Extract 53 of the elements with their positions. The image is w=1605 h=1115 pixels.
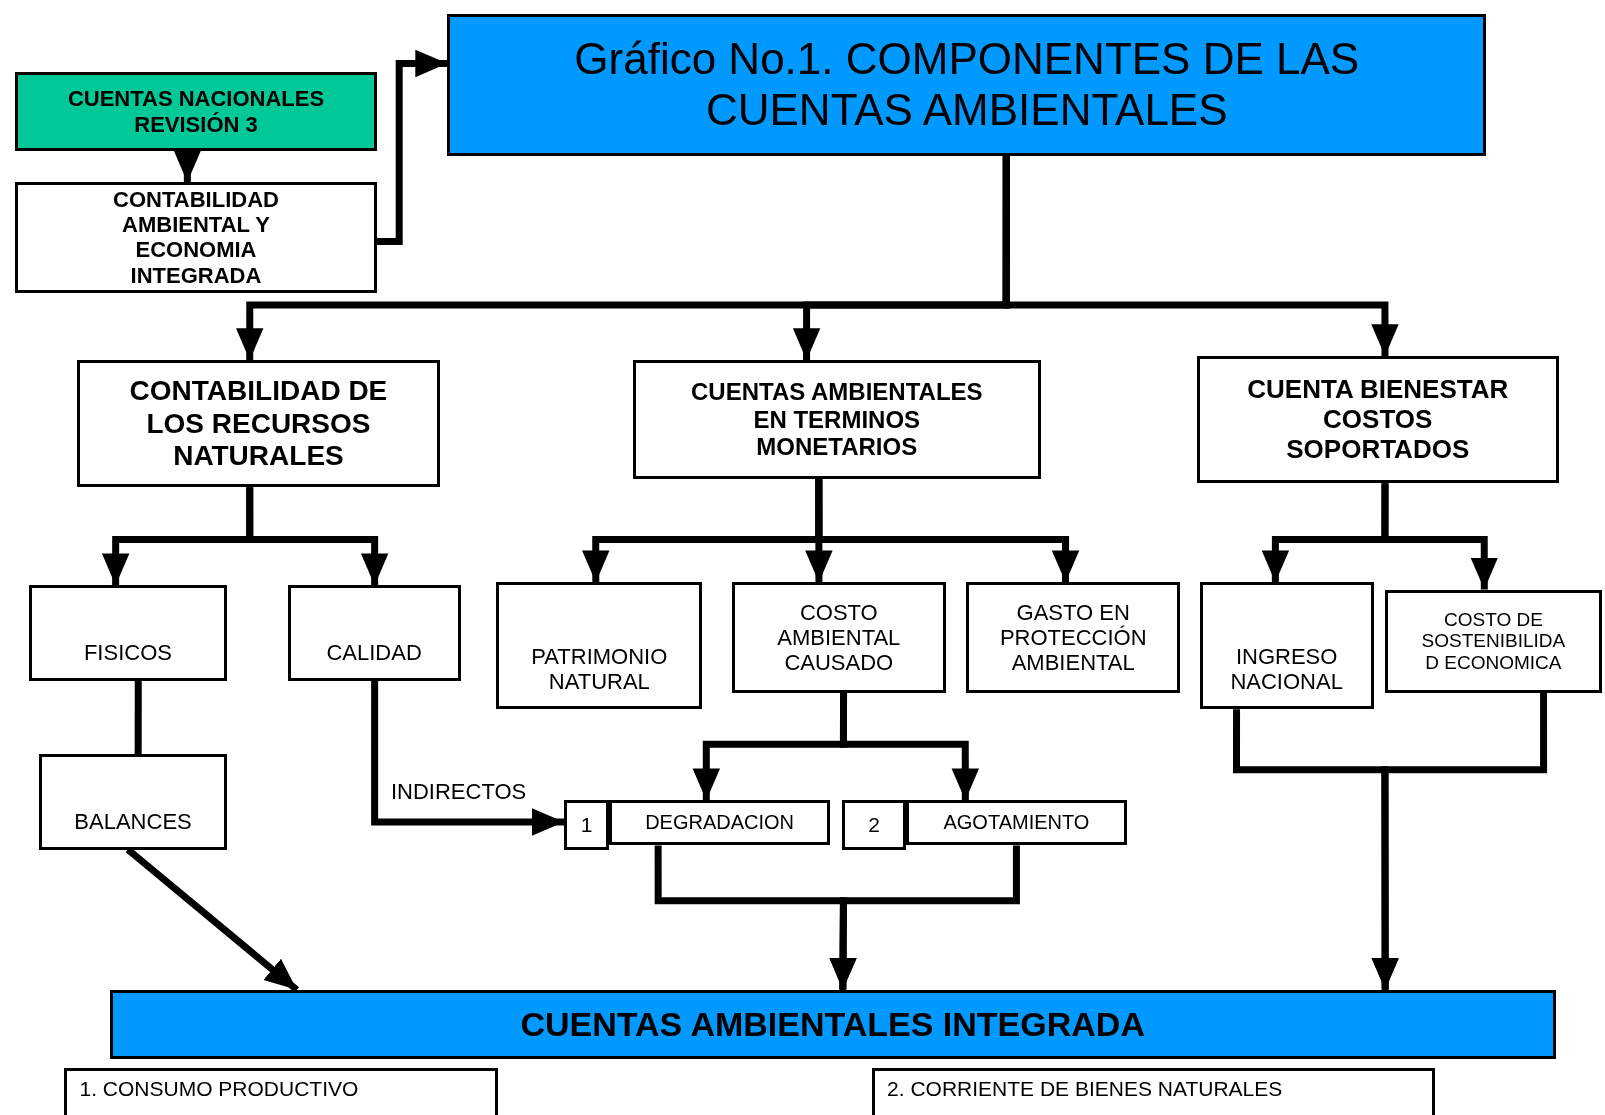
item-box — [496, 582, 703, 710]
node-label: 2. CORRIENTE DE BIENES NATURALES — [887, 1076, 1283, 1101]
node-label: CUENTA BIENESTAR COSTOS SOPORTADOS — [1246, 374, 1510, 465]
heading-text: Gráfico No.1. COMPONENTES DE LAS CUENTAS AMBIENTALES — [573, 34, 1361, 136]
node-label: FISICOS — [83, 640, 172, 666]
arrow — [1371, 693, 1548, 990]
node-label: AGOTAMIENTO — [943, 811, 1090, 835]
arrow — [376, 49, 448, 246]
category-box — [1196, 356, 1559, 484]
title-box — [447, 14, 1487, 156]
process-box — [15, 182, 377, 293]
arrow — [815, 479, 1080, 583]
node-label: CONTABILIDAD AMBIENTAL Y ECONOMIA INTEGRADA — [112, 186, 280, 289]
node-label: CUENTAS NACIONALES REVISIÓN 3 — [66, 86, 326, 137]
node-label: CONTABILIDAD DE LOS RECURSOS NATURALES — [128, 375, 389, 473]
node-label: COSTO AMBIENTAL CAUSADO — [776, 599, 902, 676]
item-box — [38, 754, 228, 850]
arrow — [829, 845, 1020, 990]
number-box — [842, 800, 906, 850]
node-label: INGRESO NACIONAL — [1229, 643, 1344, 695]
arrow — [173, 150, 202, 183]
arrow — [1002, 155, 1399, 357]
node-label: PATRIMONIO NATURAL — [530, 643, 669, 695]
item-box — [287, 585, 461, 681]
category-box — [632, 360, 1041, 480]
node-label: 1 — [580, 812, 593, 838]
number-box — [564, 800, 610, 850]
node-label: DEGRADACION — [645, 811, 795, 835]
node-label: GASTO EN PROTECCIÓN AMBIENTAL — [998, 599, 1148, 676]
connector-line — [134, 680, 142, 755]
arrow — [371, 680, 564, 836]
arrow — [839, 693, 979, 801]
item-box — [905, 800, 1127, 846]
arrow — [246, 487, 389, 586]
item-box — [609, 800, 831, 846]
category-box — [76, 360, 441, 488]
source-box — [15, 71, 377, 152]
arrow — [1381, 483, 1498, 590]
node-label: COSTO DE SOSTENIBILIDA D ECONOMICA — [1420, 608, 1567, 675]
item-box — [731, 582, 946, 693]
item-box — [966, 582, 1181, 693]
item-box — [28, 585, 228, 681]
note-box — [64, 1067, 499, 1115]
node-label: BALANCES — [74, 809, 192, 835]
item-box — [1199, 582, 1374, 710]
node-label: CALIDAD — [326, 640, 422, 666]
node-label: 1. CONSUMO PRODUCTIVO — [79, 1076, 359, 1101]
note-box — [872, 1067, 1436, 1115]
item-box — [1384, 589, 1602, 693]
result-banner — [109, 989, 1556, 1060]
heading-text: CUENTAS AMBIENTALES INTEGRADA — [520, 1005, 1145, 1045]
node-label: 2 — [868, 812, 880, 838]
node-label: CUENTAS AMBIENTALES EN TERMINOS MONETARIOS — [690, 378, 984, 462]
